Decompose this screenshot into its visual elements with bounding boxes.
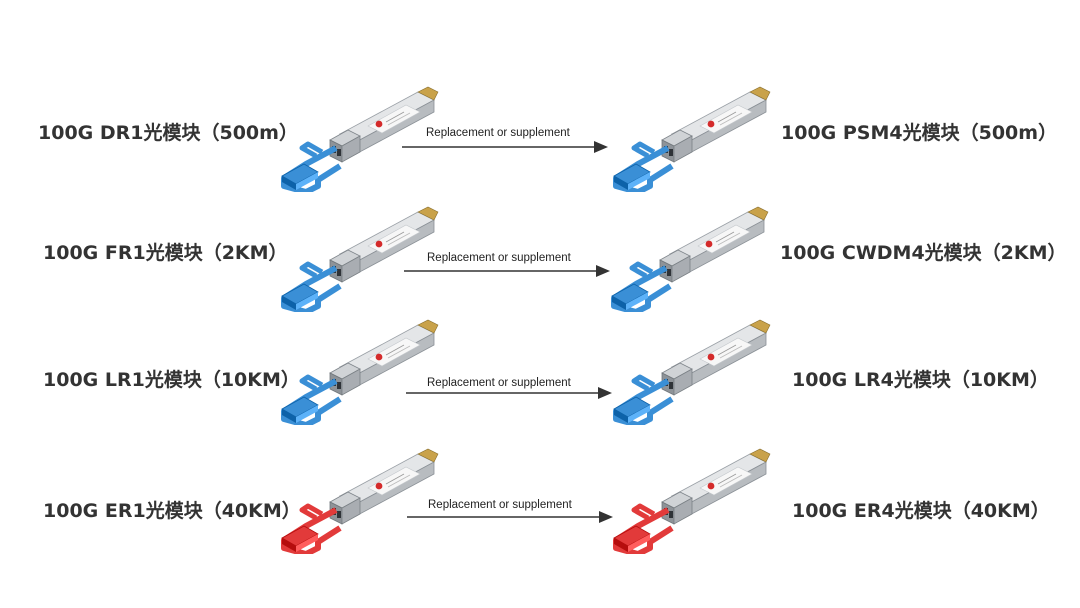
cwdm4-module-image bbox=[611, 206, 769, 312]
dr1-module-image bbox=[281, 86, 439, 192]
arrow-label-3: Replacement or supplement bbox=[427, 377, 571, 389]
lr4-module-image bbox=[613, 319, 771, 425]
arrow-right-icon bbox=[407, 511, 613, 523]
arrow-right-icon bbox=[402, 141, 608, 153]
left-label-er1: 100G ER1光模块（40KM） bbox=[43, 500, 301, 522]
arrow-label-4: Replacement or supplement bbox=[428, 499, 572, 511]
arrow-right-icon bbox=[406, 387, 612, 399]
psm4-module-image bbox=[613, 86, 771, 192]
left-label-fr1: 100G FR1光模块（2KM） bbox=[43, 242, 288, 264]
right-label-lr4: 100G LR4光模块（10KM） bbox=[792, 369, 1049, 391]
left-label-lr1: 100G LR1光模块（10KM） bbox=[43, 369, 300, 391]
arrow-label-1: Replacement or supplement bbox=[426, 127, 570, 139]
arrow-label-2: Replacement or supplement bbox=[427, 252, 571, 264]
lr1-module-image bbox=[281, 319, 439, 425]
fr1-module-image bbox=[281, 206, 439, 312]
arrow-right-icon bbox=[404, 265, 610, 277]
right-label-psm4: 100G PSM4光模块（500m） bbox=[781, 122, 1058, 144]
right-label-cwdm4: 100G CWDM4光模块（2KM） bbox=[780, 242, 1067, 264]
er1-module-image bbox=[281, 448, 439, 554]
right-label-er4: 100G ER4光模块（40KM） bbox=[792, 500, 1050, 522]
er4-module-image bbox=[613, 448, 771, 554]
left-label-dr1: 100G DR1光模块（500m） bbox=[38, 122, 298, 144]
